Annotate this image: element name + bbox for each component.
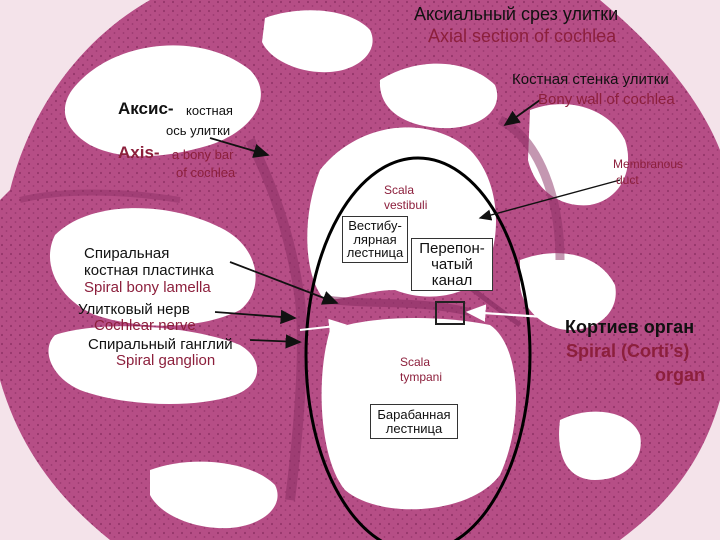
corti-label-ru: Кортиев орган (565, 317, 695, 337)
spiral-lamella-label-ru1: Спиральная (84, 245, 170, 262)
axis-label-ru-rest1: костная (186, 103, 233, 118)
title-ru: Аксиальный срез улитки (414, 4, 619, 24)
membranous-canal-ru-box: Перепон- чатый канал (411, 238, 493, 292)
bony-wall-label-en: Bony wall of cochlea (538, 91, 675, 108)
spiral-lamella-label-en: Spiral bony lamella (84, 279, 211, 296)
axis-label-ru-main: Аксис- (118, 99, 174, 118)
left-lumen (49, 208, 256, 326)
upper-right-lumen (379, 63, 498, 129)
upper-left-lumen (64, 45, 261, 157)
axis-label-en-rest1: a bony bar (172, 147, 234, 162)
membranous-canal-ru-line2: чатый (431, 255, 473, 273)
title-en: Axial section of cochlea (428, 26, 617, 46)
membranous-canal-ru-line1: Перепон- (419, 240, 485, 257)
membranous-duct-label-line1: Membranous (613, 157, 684, 171)
tympanic-scala-ru-box: Барабанная лестница (370, 404, 458, 440)
bottom-lumen (150, 461, 278, 529)
spiral-ganglion-label-en: Spiral ganglion (116, 352, 216, 369)
tympanic-scala-ru-line1: Барабанная (377, 407, 451, 422)
vestibular-scala-ru-line3: лестница (346, 245, 404, 261)
cochlear-nerve-label-en: Cochlear nerve (94, 317, 196, 334)
outer-background (0, 0, 150, 200)
axis-label-en-rest2: of cochlea (176, 165, 236, 180)
membranous-duct-label-line2: duct (616, 173, 639, 187)
spiral-lamella-label-ru2: костная пластинка (84, 262, 214, 279)
corti-label-en2: organ (655, 365, 706, 385)
right-bottom-lumen (559, 411, 641, 480)
scala-tympani-label-line2: tympani (400, 370, 443, 384)
scala-tympani-label-line1: Scala (400, 355, 431, 369)
top-center-lumen (262, 10, 373, 73)
corti-marker-box (435, 301, 465, 325)
lower-left-lumen (48, 326, 258, 405)
membranous-canal-ru-line3: канал (431, 271, 473, 289)
cochlear-canal-outline (304, 156, 532, 540)
vestibular-scala-ru-box: Вестибу- лярная лестница (342, 216, 408, 263)
scala-vestibuli-label-line2: vestibuli (384, 198, 428, 212)
vestibular-scala-ru-line1: Вестибу- (348, 218, 402, 233)
spiral-ganglion-label-ru: Спиральный ганглий (88, 336, 233, 353)
bony-wall-label-ru: Костная стенка улитки (512, 71, 669, 88)
right-lower-lumen (520, 253, 616, 330)
vestibular-scala-ru-line2: лярная (353, 231, 397, 247)
right-lumen (528, 104, 629, 206)
scala-vestibuli-label-line1: Scala (384, 183, 415, 197)
axis-label-ru-rest2: ось улитки (166, 123, 231, 138)
corti-label-en1: Spiral (Corti’s) (566, 341, 690, 361)
cochlear-nerve-label-ru: Улитковый нерв (78, 301, 190, 318)
axis-label-en-main: Axis- (118, 143, 160, 162)
tympanic-scala-ru-line2: лестница (385, 420, 443, 436)
